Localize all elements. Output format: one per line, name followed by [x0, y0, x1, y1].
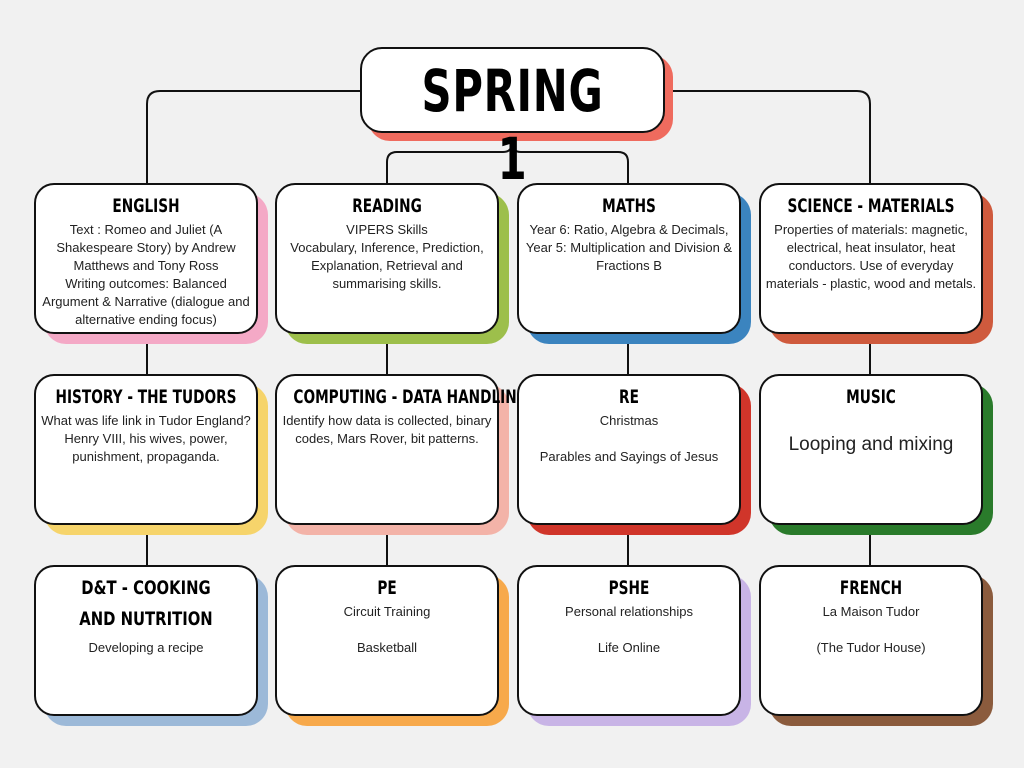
- subject-card-d-t-cooking-and-nutrition: D&T - COOKING AND NUTRITION Developing a…: [34, 565, 268, 726]
- card-body: Looping and mixing: [788, 434, 954, 455]
- page-title: SPRING 1: [421, 57, 604, 193]
- title-panel: SPRING 1: [360, 47, 665, 193]
- card-heading: PSHE: [608, 577, 650, 599]
- title-box: SPRING 1: [360, 47, 673, 193]
- subject-card-french: FRENCH La Maison Tudor (The Tudor House): [759, 565, 993, 726]
- card-body: Personal relationships Life Online: [565, 604, 693, 655]
- card-body: Developing a recipe: [88, 640, 204, 655]
- card-panel: SCIENCE - MATERIALS Properties of materi…: [759, 183, 983, 334]
- card-body: Identify how data is collected, binary c…: [282, 413, 492, 446]
- card-heading: D&T - COOKING AND NUTRITION: [79, 577, 213, 630]
- card-body: Properties of materials: magnetic, elect…: [765, 222, 977, 291]
- card-panel: MATHS Year 6: Ratio, Algebra & Decimals,…: [517, 183, 741, 334]
- card-heading: PE: [377, 577, 397, 599]
- card-heading: FRENCH: [839, 577, 903, 599]
- card-heading: ENGLISH: [112, 195, 180, 217]
- card-heading: READING: [352, 195, 422, 217]
- card-panel: READING VIPERS Skills Vocabulary, Infere…: [275, 183, 499, 334]
- card-heading: COMPUTING - DATA HANDLING: [293, 386, 528, 408]
- card-body: La Maison Tudor (The Tudor House): [816, 604, 926, 655]
- card-body: Circuit Training Basketball: [343, 604, 431, 655]
- card-body: VIPERS Skills Vocabulary, Inference, Pre…: [290, 222, 484, 291]
- card-panel: MUSIC Looping and mixing: [759, 374, 983, 525]
- card-panel: PE Circuit Training Basketball: [275, 565, 499, 716]
- card-body: Year 6: Ratio, Algebra & Decimals, Year …: [525, 222, 733, 273]
- card-panel: RE Christmas Parables and Sayings of Jes…: [517, 374, 741, 525]
- card-panel: ENGLISH Text : Romeo and Juliet (A Shake…: [34, 183, 258, 334]
- subject-card-computing-data-handling: COMPUTING - DATA HANDLING Identify how d…: [275, 374, 528, 535]
- card-heading: HISTORY - THE TUDORS: [55, 386, 237, 408]
- card-body: What was life link in Tudor England? Hen…: [41, 413, 251, 464]
- subject-card-music: MUSIC Looping and mixing: [759, 374, 993, 535]
- card-heading: MATHS: [602, 195, 656, 217]
- card-panel: HISTORY - THE TUDORS What was life link …: [34, 374, 258, 525]
- subject-card-maths: MATHS Year 6: Ratio, Algebra & Decimals,…: [517, 183, 751, 344]
- card-heading: SCIENCE - MATERIALS: [787, 195, 955, 217]
- subject-card-pshe: PSHE Personal relationships Life Online: [517, 565, 751, 726]
- card-heading: RE: [619, 386, 639, 408]
- card-heading: MUSIC: [846, 386, 896, 408]
- subject-card-pe: PE Circuit Training Basketball: [275, 565, 509, 726]
- card-body: Text : Romeo and Juliet (A Shakespeare S…: [42, 222, 250, 327]
- subject-card-history-the-tudors: HISTORY - THE TUDORS What was life link …: [34, 374, 268, 535]
- subject-card-english: ENGLISH Text : Romeo and Juliet (A Shake…: [34, 183, 268, 344]
- subject-card-re: RE Christmas Parables and Sayings of Jes…: [517, 374, 751, 535]
- card-panel: COMPUTING - DATA HANDLING Identify how d…: [275, 374, 528, 525]
- subject-card-science-materials: SCIENCE - MATERIALS Properties of materi…: [759, 183, 993, 344]
- card-panel: FRENCH La Maison Tudor (The Tudor House): [759, 565, 983, 716]
- subject-card-reading: READING VIPERS Skills Vocabulary, Infere…: [275, 183, 509, 344]
- card-panel: D&T - COOKING AND NUTRITION Developing a…: [34, 565, 258, 716]
- card-body: Christmas Parables and Sayings of Jesus: [539, 413, 719, 464]
- card-panel: PSHE Personal relationships Life Online: [517, 565, 741, 716]
